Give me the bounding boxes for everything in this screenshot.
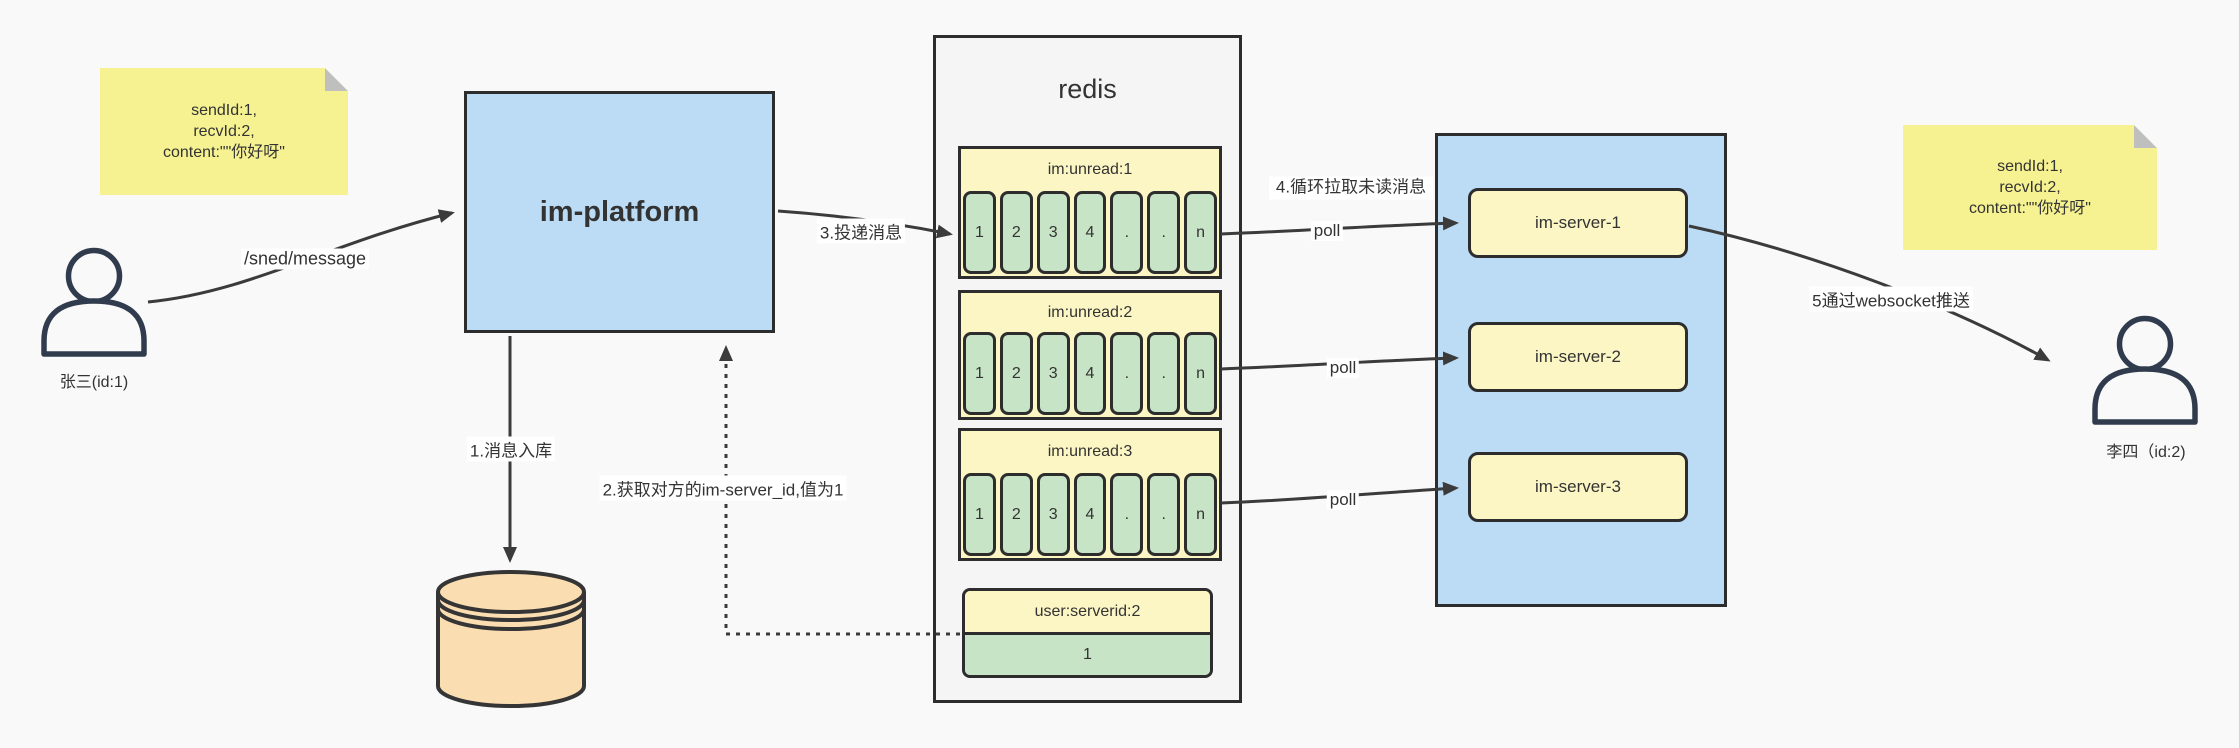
im-server-2-node: im-server-2 xyxy=(1468,322,1688,392)
note-message-left: sendId:1, recvId:2, content:""你好呀" xyxy=(100,68,348,195)
queue-cell: . xyxy=(1147,332,1181,415)
queue-label: im:unread:1 xyxy=(1047,161,1133,178)
queue-cell: . xyxy=(1147,473,1181,556)
queue-cell: 3 xyxy=(1036,191,1070,274)
queue-cell: n xyxy=(1184,191,1218,274)
queue-im-unread-3: im:unread:3 1 2 3 4 . . n xyxy=(958,428,1222,561)
queue-cell: 1 xyxy=(963,332,996,415)
person-icon xyxy=(2092,315,2198,425)
queue-cell: 4 xyxy=(1073,473,1107,556)
person-icon xyxy=(41,247,147,357)
receiver-name-label: 李四（id:2) xyxy=(2106,444,2186,461)
queue-cells: 1 2 3 4 . . n xyxy=(961,332,1219,417)
edge-label-poll-note: 4.循环拉取未读消息 xyxy=(1269,176,1433,200)
note-line: sendId:1, xyxy=(191,102,257,119)
queue-cell: . xyxy=(1110,191,1144,274)
note-message-right: sendId:1, recvId:2, content:""你好呀" xyxy=(1903,125,2157,250)
queue-cell: 2 xyxy=(999,191,1033,274)
queue-cells: 1 2 3 4 . . n xyxy=(961,473,1219,558)
queue-label: im:unread:3 xyxy=(1047,443,1133,460)
edge-label-websocket-push: 5通过websocket推送 xyxy=(1809,286,1973,312)
im-server-label: im-server-1 xyxy=(1535,213,1621,232)
note-line: recvId:2, xyxy=(1999,179,2061,196)
edge-label-send: /sned/message xyxy=(240,248,370,270)
im-platform-label: im-platform xyxy=(539,195,700,228)
edge-label-deliver: 3.投递消息 xyxy=(816,218,906,244)
queue-im-unread-2: im:unread:2 1 2 3 4 . . n xyxy=(958,290,1222,420)
queue-cells: 1 2 3 4 . . n xyxy=(961,191,1219,276)
edge-label-store: 1.消息入库 xyxy=(466,436,556,462)
queue-cell: n xyxy=(1184,332,1218,415)
queue-cell: 1 xyxy=(963,191,996,274)
queue-cell: . xyxy=(1147,191,1181,274)
redis-title: redis xyxy=(1058,74,1117,104)
note-fold-icon xyxy=(325,68,348,91)
queue-cell: 2 xyxy=(999,332,1033,415)
note-line: content:""你好呀" xyxy=(1969,200,2091,217)
im-platform-node: im-platform xyxy=(464,91,775,333)
im-server-3-node: im-server-3 xyxy=(1468,452,1688,522)
queue-im-unread-1: im:unread:1 1 2 3 4 . . n xyxy=(958,146,1222,279)
edge-label-get-server-id: 2.获取对方的im-server_id,值为1 xyxy=(599,475,847,501)
queue-cell: 4 xyxy=(1073,332,1107,415)
queue-cell: 1 xyxy=(963,473,996,556)
queue-cell: 3 xyxy=(1036,473,1070,556)
user-serverid-node: user:serverid:2 1 xyxy=(962,588,1213,678)
database-icon xyxy=(436,570,586,708)
im-server-label: im-server-2 xyxy=(1535,347,1621,366)
note-fold-icon xyxy=(2134,125,2157,148)
sender-name-label: 张三(id:1) xyxy=(59,374,129,391)
note-line: sendId:1, xyxy=(1997,158,2063,175)
note-line: recvId:2, xyxy=(193,123,255,140)
user-serverid-label: user:serverid:2 xyxy=(965,591,1210,635)
queue-cell: . xyxy=(1110,332,1144,415)
queue-cell: . xyxy=(1110,473,1144,556)
edge-label-poll-1: poll xyxy=(1310,221,1344,241)
queue-cell: 3 xyxy=(1036,332,1070,415)
queue-cell: 4 xyxy=(1073,191,1107,274)
note-line: content:""你好呀" xyxy=(163,144,285,161)
queue-label: im:unread:2 xyxy=(1047,303,1133,321)
user-serverid-value: 1 xyxy=(965,635,1210,675)
queue-cell: 2 xyxy=(999,473,1033,556)
edge-label-poll-3: poll xyxy=(1326,490,1360,510)
edge-label-poll-2: poll xyxy=(1326,358,1360,378)
im-server-1-node: im-server-1 xyxy=(1468,188,1688,258)
queue-cell: n xyxy=(1184,473,1218,556)
im-server-label: im-server-3 xyxy=(1535,477,1621,496)
